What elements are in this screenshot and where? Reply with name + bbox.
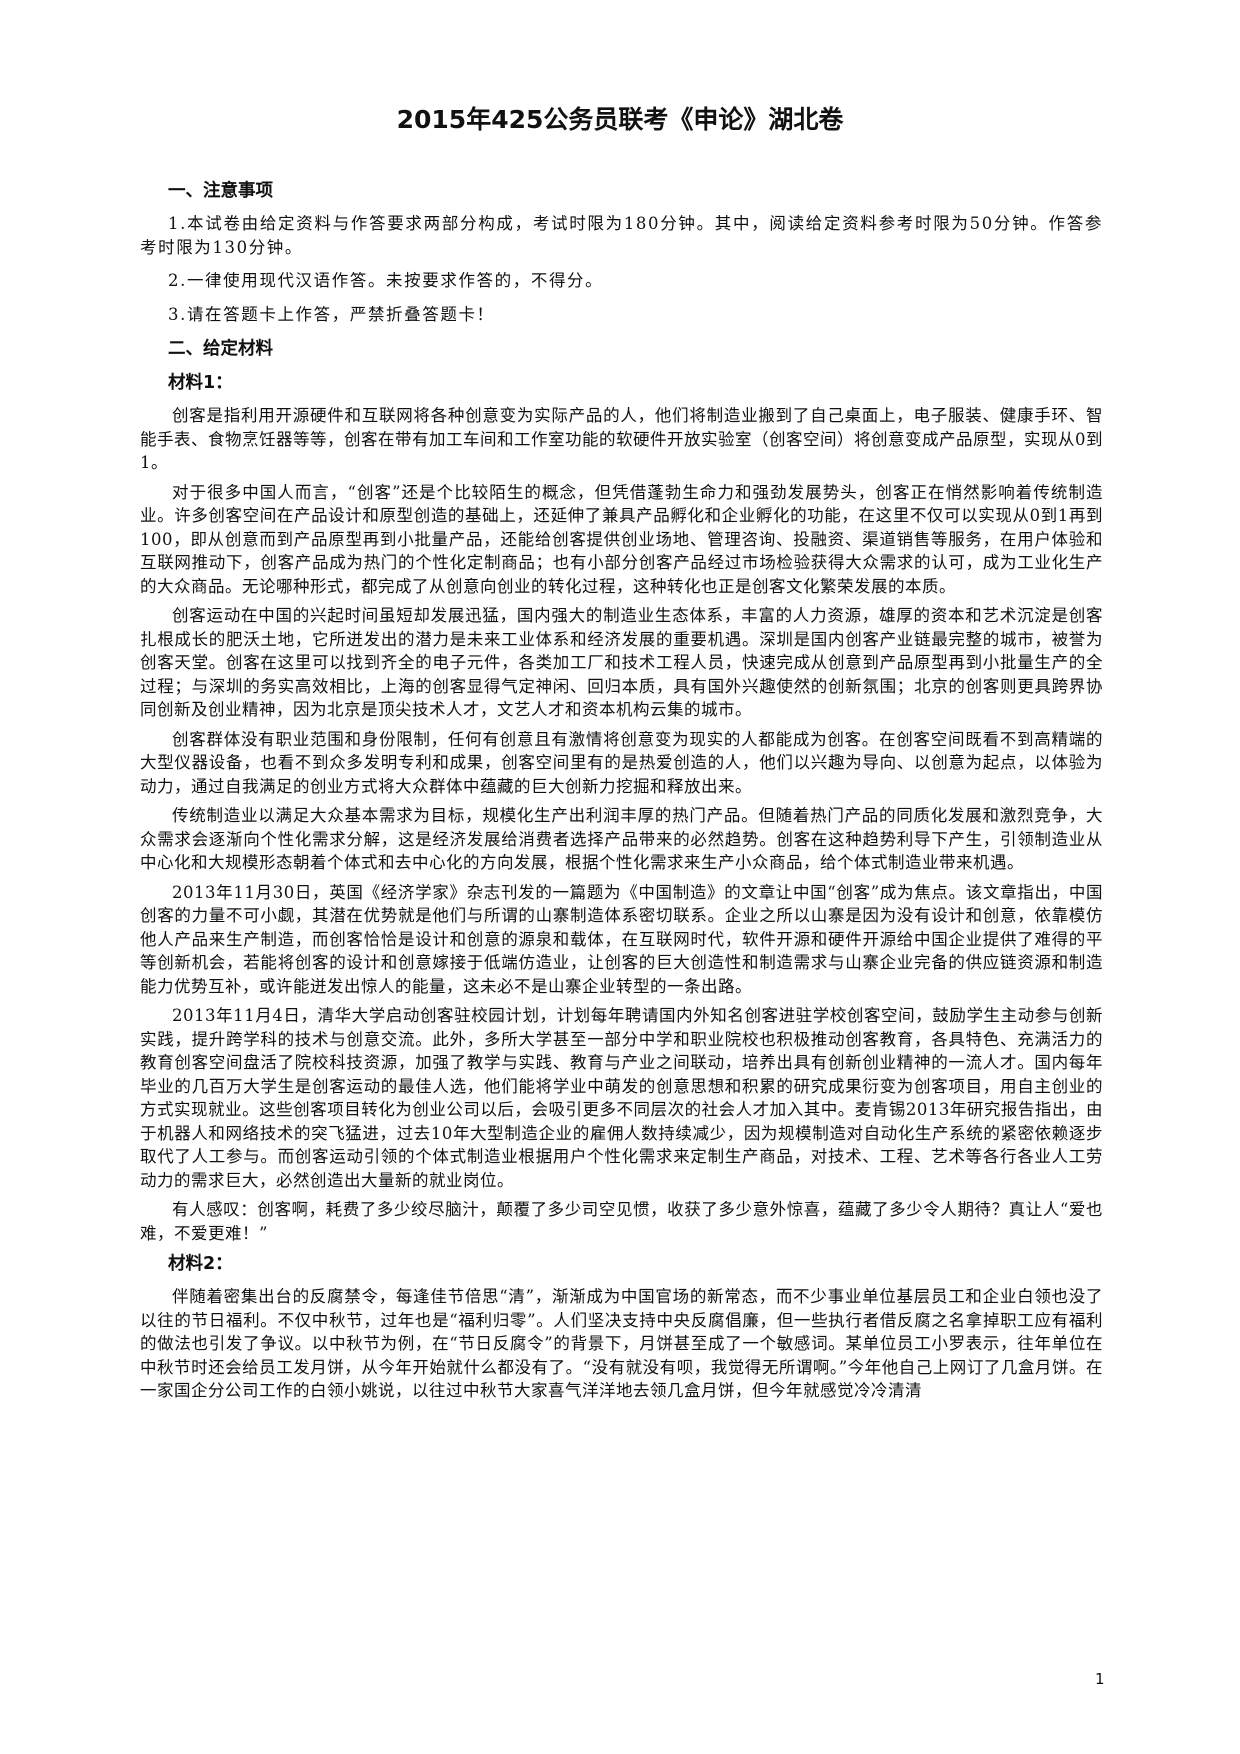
note-item: 1.本试卷由给定资料与作答要求两部分构成，考试时限为180分钟。其中，阅读给定资… — [140, 214, 1103, 257]
paragraph: 伴随着密集出台的反腐禁令，每逢佳节倍思“清”，渐渐成为中国官场的新常态，而不少事… — [140, 1287, 1103, 1400]
document-title: 2015年425公务员联考《申论》湖北卷 — [396, 105, 844, 134]
material-2-heading: 材料2： — [168, 1254, 233, 1274]
paragraph: 创客运动在中国的兴起时间虽短却发展迅猛，国内强大的制造业生态体系，丰富的人力资源… — [140, 606, 1103, 719]
paragraph: 创客是指利用开源硬件和互联网将各种创意变为实际产品的人，他们将制造业搬到了自己桌… — [140, 406, 1103, 472]
paragraph: 传统制造业以满足大众基本需求为目标，规模化生产出利润丰厚的热门产品。但随着热门产… — [140, 806, 1103, 872]
note-item: 2.一律使用现代汉语作答。未按要求作答的，不得分。 — [168, 271, 604, 290]
paragraph: 2013年11月4日，清华大学启动创客驻校园计划，计划每年聘请国内外知名创客进驻… — [140, 1006, 1103, 1190]
paragraph: 2013年11月30日，英国《经济学家》杂志刊发的一篇题为《中国制造》的文章让中… — [140, 882, 1103, 996]
section-heading-materials: 二、给定材料 — [168, 339, 273, 359]
paragraph: 创客群体没有职业范围和身份限制，任何有创意且有激情将创意变为现实的人都能成为创客… — [140, 729, 1103, 796]
page-number: 1 — [1095, 1670, 1105, 1688]
paragraph: 有人感叹：创客啊，耗费了多少绞尽脑汁，颠覆了多少司空见惯，收获了多少意外惊喜，蕴… — [140, 1200, 1103, 1243]
paragraph: 对于很多中国人而言，“创客”还是个比较陌生的概念，但凭借蓬勃生命力和强劲发展势头… — [140, 482, 1103, 596]
material-1-heading: 材料1： — [168, 373, 233, 393]
section-heading-notes: 一、注意事项 — [168, 181, 273, 201]
note-item: 3.请在答题卡上作答，严禁折叠答题卡！ — [168, 304, 495, 324]
document-body: 一、注意事项 1.本试卷由给定资料与作答要求两部分构成，考试时限为180分钟。其… — [140, 178, 1103, 1409]
